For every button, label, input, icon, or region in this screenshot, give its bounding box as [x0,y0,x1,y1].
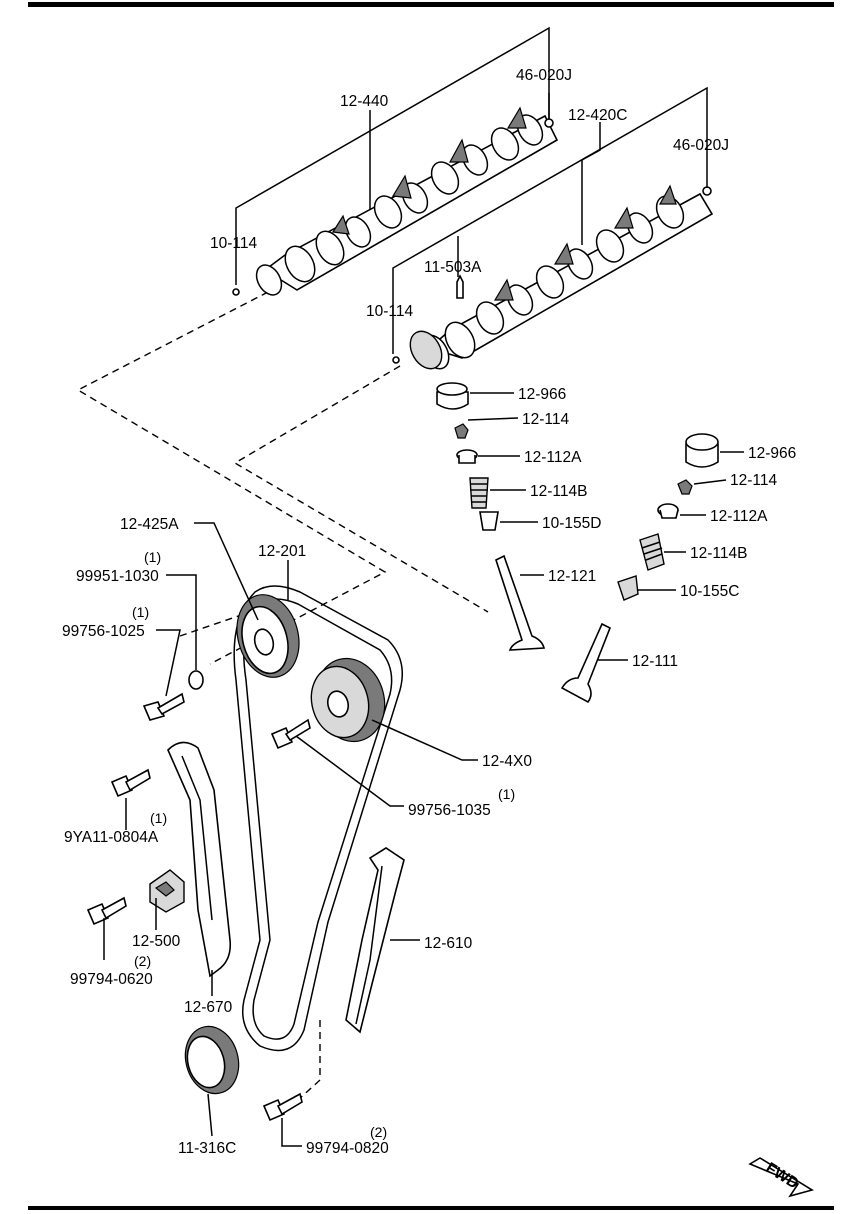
valve-seal-10-155D[interactable] [479,511,499,531]
bolt-99756-1025[interactable] [142,692,185,721]
pin-10-114-a [232,288,240,296]
callout-99756-1035: 99756-1035 [408,802,491,819]
callout-12-966-b: 12-966 [748,445,796,462]
callout-10-155C: 10-155C [680,583,739,600]
valve-lock-12-114-b[interactable] [677,479,693,495]
callout-12-610: 12-610 [424,935,473,952]
callout-46-020J-b: 46-020J [673,137,729,154]
bolt-9YA11-0804A[interactable] [110,768,151,798]
camshaft-12-420C[interactable] [404,184,714,374]
tappet-12-966-b[interactable] [685,433,719,468]
callout-12-966-a: 12-966 [518,386,566,403]
valve-12-111[interactable] [560,622,612,704]
frame [28,2,834,1210]
callout-12-114-a: 12-114 [522,411,569,428]
chain-guide-12-610[interactable] [345,847,405,1034]
valve-12-121[interactable] [495,554,546,651]
callout-46-020J-a: 46-020J [516,67,572,84]
callout-12-121: 12-121 [548,568,596,585]
valve-seal-10-155C[interactable] [617,575,639,601]
fasteners [86,670,311,1122]
callout-12-425A: 12-425A [120,516,179,533]
quantity-99951-1030: (1) [144,549,161,565]
spring-seat-12-112A-a[interactable] [456,449,478,464]
spring-seat-12-112A-b[interactable] [657,503,679,519]
callout-12-420C: 12-420C [568,107,627,124]
chain-guide-12-670[interactable] [167,741,232,978]
quantity-9YA11-0804A: (1) [150,810,167,826]
crank-sprocket-11-316C[interactable] [178,1020,246,1099]
sprocket-12-425A[interactable] [228,588,308,685]
callout-99794-0820: 99794-0820 [306,1140,389,1157]
callout-12-114-b: 12-114 [730,472,777,489]
callout-12-500: 12-500 [132,933,181,950]
callout-11-503A: 11-503A [424,259,482,276]
callout-10-114-b: 10-114 [366,303,413,320]
plug-46-020J-b [702,186,712,196]
callout-9YA11-0804A: 9YA11-0804A [64,829,159,846]
tensioner-12-500[interactable] [149,869,185,913]
callout-12-4X0: 12-4X0 [482,753,532,770]
callout-99794-0620: 99794-0620 [70,971,153,988]
callout-12-440: 12-440 [340,93,389,110]
spring-12-114B-b[interactable] [639,533,665,571]
timing-chain-12-201[interactable] [233,585,403,1052]
tappet-12-966-a[interactable] [436,382,469,410]
pin-10-114-b [392,356,400,364]
camshaft-12-440[interactable] [251,106,559,299]
callout-10-155D: 10-155D [542,515,601,532]
callout-12-114B-b: 12-114B [690,545,747,562]
callout-99951-1030: 99951-1030 [76,568,159,585]
valve-train-left [436,382,546,651]
bolt-99794-0820[interactable] [262,1092,303,1122]
callout-10-114-a: 10-114 [210,235,257,252]
actuator-12-4X0[interactable] [304,651,394,750]
fwd-arrow: FWD [748,1157,814,1198]
quantity-99756-1035: (1) [498,786,515,802]
callout-12-112A-a: 12-112A [524,449,582,466]
callout-99756-1025: 99756-1025 [62,623,145,640]
bolt-99794-0620[interactable] [86,896,127,926]
callout-12-201: 12-201 [258,543,306,560]
callout-11-316C: 11-316C [178,1140,236,1157]
quantity-99794-0820: (2) [370,1124,387,1140]
quantity-99794-0620: (2) [134,953,151,969]
callout-labels: 46-020J 12-440 12-420C 46-020J 10-114 11… [62,67,796,1157]
key-11-503A [456,274,464,299]
washer-99951-1030 [188,670,204,690]
callout-12-111: 12-111 [632,653,678,670]
quantity-99756-1025: (1) [132,604,149,620]
valve-lock-12-114-a[interactable] [454,423,469,439]
plug-46-020J-a [544,118,554,128]
callout-12-112A-b: 12-112A [710,508,768,525]
leader-lines [103,26,744,1147]
callout-12-670: 12-670 [184,999,233,1016]
valve-train-right [560,433,719,704]
callout-12-114B-a: 12-114B [530,483,587,500]
spring-12-114B-a[interactable] [469,477,489,509]
bolt-99756-1035[interactable] [270,718,311,750]
